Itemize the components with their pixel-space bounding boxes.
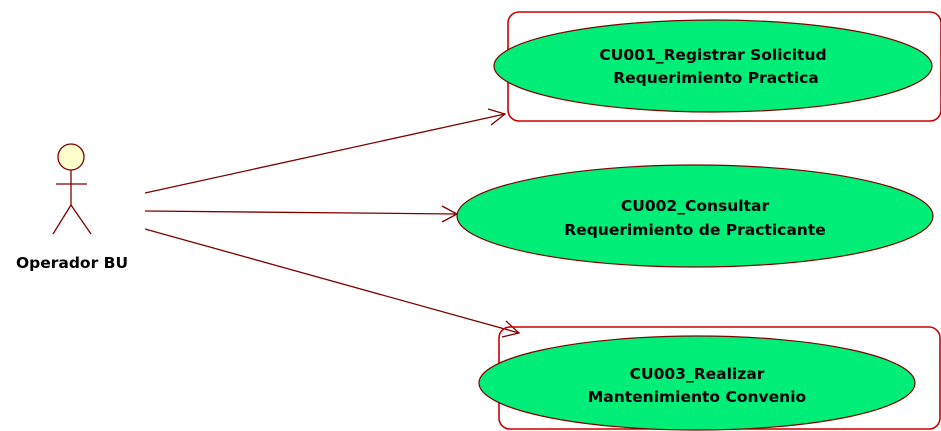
use-case-subtitle: Requerimiento de Practicante xyxy=(564,221,826,239)
association-cu002[interactable] xyxy=(144,205,459,223)
use-case-ellipse xyxy=(478,335,916,431)
actor-operador-bu[interactable]: Operador BU xyxy=(16,143,128,272)
use-case-title: CU001_Registrar Solicitud xyxy=(599,46,826,64)
actor-stick-figure-icon xyxy=(52,143,92,235)
use-case-subtitle: Mantenimiento Convenio xyxy=(588,388,806,406)
actor-head xyxy=(57,143,85,171)
use-case-title: CU003_Realizar xyxy=(630,365,765,383)
use-case-cu003[interactable]: CU003_Realizar Mantenimiento Convenio xyxy=(478,326,941,431)
use-case-title: CU002_Consultar xyxy=(621,197,770,215)
use-case-subtitle: Requerimiento Practica xyxy=(613,69,819,87)
use-case-ellipse xyxy=(456,164,934,268)
actor-label: Operador BU xyxy=(16,254,128,272)
associations xyxy=(144,108,521,338)
use-case-cu002[interactable]: CU002_Consultar Requerimiento de Practic… xyxy=(456,164,934,268)
association-cu001[interactable] xyxy=(144,108,507,194)
use-case-cu001[interactable]: CU001_Registrar Solicitud Requerimiento … xyxy=(493,11,941,122)
use-case-ellipse xyxy=(493,19,933,113)
association-cu003[interactable] xyxy=(144,228,521,338)
